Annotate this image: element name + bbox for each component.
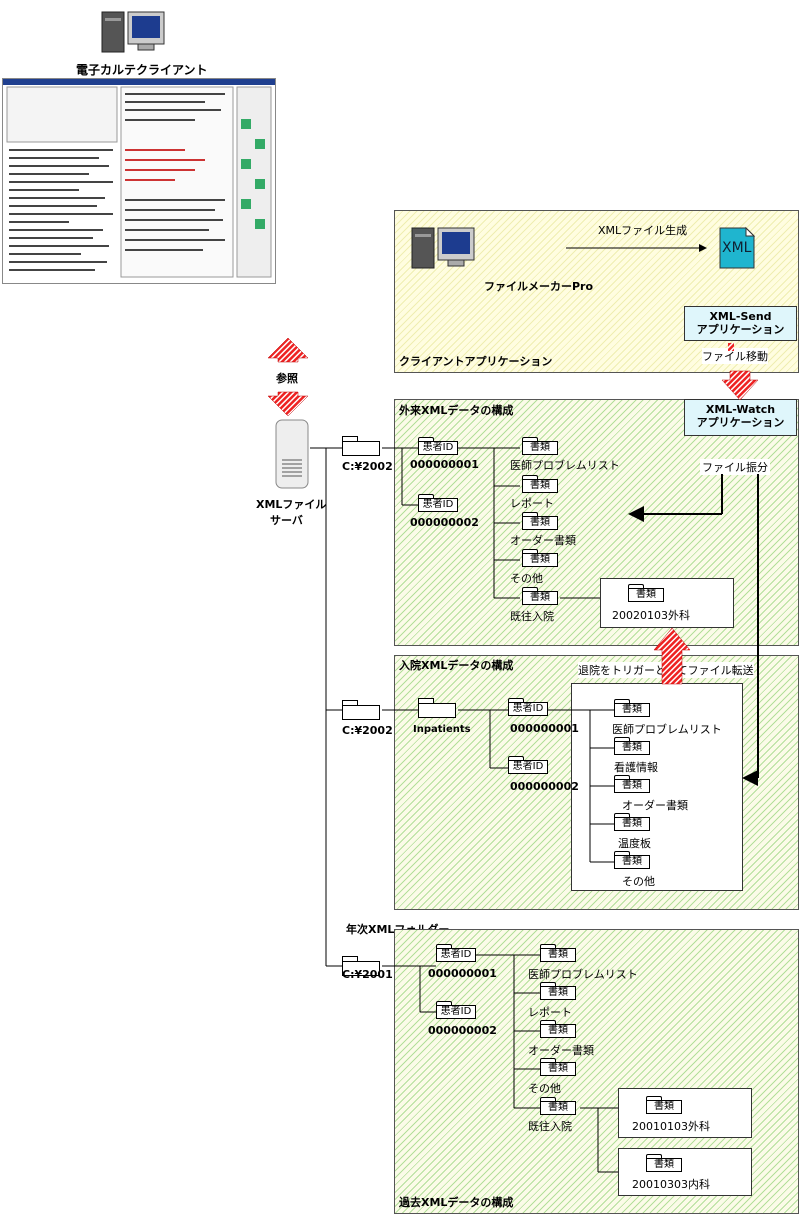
outpatient-doc-4: その他	[510, 572, 543, 585]
outpatient-patient-id-1: 000000001	[410, 458, 479, 471]
outpatient-patient-id-2: 000000002	[410, 516, 479, 529]
outpatient-doc-folder-1: 書類	[522, 437, 558, 455]
annual-past-doc-box-2	[618, 1148, 752, 1196]
past-data-panel-title: 過去XMLデータの構成	[399, 1196, 514, 1209]
server-label-line1: XMLファイル	[256, 498, 327, 511]
client-pc-icon	[100, 8, 168, 56]
xml-file-icon-text: XML	[722, 240, 752, 256]
server-label-line2: サーバ	[270, 514, 303, 527]
annual-doc-folder-5: 書類	[540, 1097, 576, 1115]
file-sort-label: ファイル振分	[700, 459, 770, 475]
outpatient-drive-folder-icon	[342, 436, 380, 456]
outpatient-panel-title: 外来XMLデータの構成	[399, 404, 514, 417]
annual-doc-5: 既往入院	[528, 1120, 572, 1133]
xml-watch-line1: XML-Watch	[705, 403, 776, 416]
annual-drive-folder-icon	[342, 956, 380, 976]
outpatient-patient-folder-2: 患者ID	[418, 494, 458, 512]
reference-double-arrow-icon	[267, 337, 309, 417]
outpatient-past-doc-folder: 書類	[628, 584, 664, 602]
inpatient-doc-1: 医師プロブレムリスト	[612, 723, 722, 736]
inpatient-drive-folder-icon	[342, 700, 380, 720]
inpatient-doc-folder-1: 書類	[614, 699, 650, 717]
server-tower-icon	[274, 418, 310, 490]
outpatient-doc-1: 医師プロブレムリスト	[510, 459, 620, 472]
annual-patient-id-1: 000000001	[428, 967, 497, 980]
outpatient-patient-folder-1: 患者ID	[418, 437, 458, 455]
annual-doc-folder-1: 書類	[540, 944, 576, 962]
annual-doc-folder-3: 書類	[540, 1020, 576, 1038]
inpatient-doc-3: オーダー書類	[622, 799, 688, 812]
inpatient-doc-2: 看護情報	[614, 761, 658, 774]
annual-patient-folder-2: 患者ID	[436, 1001, 476, 1019]
annual-doc-1: 医師プロブレムリスト	[528, 968, 638, 981]
filemaker-label: ファイルメーカーPro	[484, 280, 594, 293]
inpatient-patient-id-1: 000000001	[510, 722, 579, 735]
annual-patient-id-2: 000000002	[428, 1024, 497, 1037]
inpatient-doc-folder-4: 書類	[614, 813, 650, 831]
inpatient-patient-folder-1: 患者ID	[508, 698, 548, 716]
annual-past-doc-folder-2: 書類	[646, 1154, 682, 1172]
inpatient-patient-id-2: 000000002	[510, 780, 579, 793]
xml-send-app-box: XML-Send アプリケーション	[684, 306, 797, 341]
annual-drive-label: C:¥2001	[342, 968, 393, 981]
outpatient-doc-2: レポート	[510, 497, 554, 510]
filemaker-pc-icon	[410, 224, 478, 272]
xml-send-line2: アプリケーション	[696, 323, 785, 336]
client-app-panel-title: クライアントアプリケーション	[399, 355, 553, 368]
outpatient-drive-label: C:¥2002	[342, 460, 393, 473]
xml-generate-label: XMLファイル生成	[598, 224, 688, 237]
inpatient-doc-5: その他	[622, 875, 655, 888]
outpatient-doc-folder-5: 書類	[522, 587, 558, 605]
client-label: 電子カルテクライアント	[76, 63, 208, 77]
xml-file-icon: XML	[718, 226, 756, 270]
outpatient-past-doc-label: 20020103外科	[612, 609, 690, 622]
outpatient-doc-folder-4: 書類	[522, 549, 558, 567]
annual-past-doc-1: 20010103外科	[632, 1120, 710, 1133]
reference-label: 参照	[276, 372, 298, 385]
inpatient-docs-box	[571, 683, 743, 891]
annual-doc-folder-2: 書類	[540, 982, 576, 1000]
annual-past-doc-2: 20010303内科	[632, 1178, 710, 1191]
inpatient-panel-title: 入院XMLデータの構成	[399, 659, 514, 672]
annual-doc-folder-4: 書類	[540, 1058, 576, 1076]
outpatient-past-doc-box	[600, 578, 734, 628]
inpatient-drive-label: C:¥2002	[342, 724, 393, 737]
inpatients-folder-label: Inpatients	[413, 724, 471, 735]
annual-doc-3: オーダー書類	[528, 1044, 594, 1057]
xml-watch-app-box: XML-Watch アプリケーション	[684, 399, 797, 436]
annual-doc-2: レポート	[528, 1006, 572, 1019]
inpatient-doc-folder-2: 書類	[614, 737, 650, 755]
outpatient-doc-folder-3: 書類	[522, 512, 558, 530]
annual-patient-folder-1: 患者ID	[436, 944, 476, 962]
inpatient-doc-folder-5: 書類	[614, 851, 650, 869]
inpatient-patient-folder-2: 患者ID	[508, 756, 548, 774]
inpatients-folder-icon	[418, 698, 456, 718]
annual-doc-4: その他	[528, 1082, 561, 1095]
emr-screenshot-thumbnail	[2, 78, 276, 284]
outpatient-doc-folder-2: 書類	[522, 475, 558, 493]
xml-send-line1: XML-Send	[709, 310, 772, 323]
outpatient-doc-5: 既往入院	[510, 610, 554, 623]
annual-past-doc-box-1	[618, 1088, 752, 1138]
outpatient-doc-3: オーダー書類	[510, 534, 576, 547]
inpatient-doc-folder-3: 書類	[614, 775, 650, 793]
file-move-label: ファイル移動	[702, 348, 768, 364]
annual-past-doc-folder-1: 書類	[646, 1096, 682, 1114]
xml-watch-line2: アプリケーション	[696, 416, 785, 429]
inpatient-doc-4: 温度板	[618, 837, 651, 850]
